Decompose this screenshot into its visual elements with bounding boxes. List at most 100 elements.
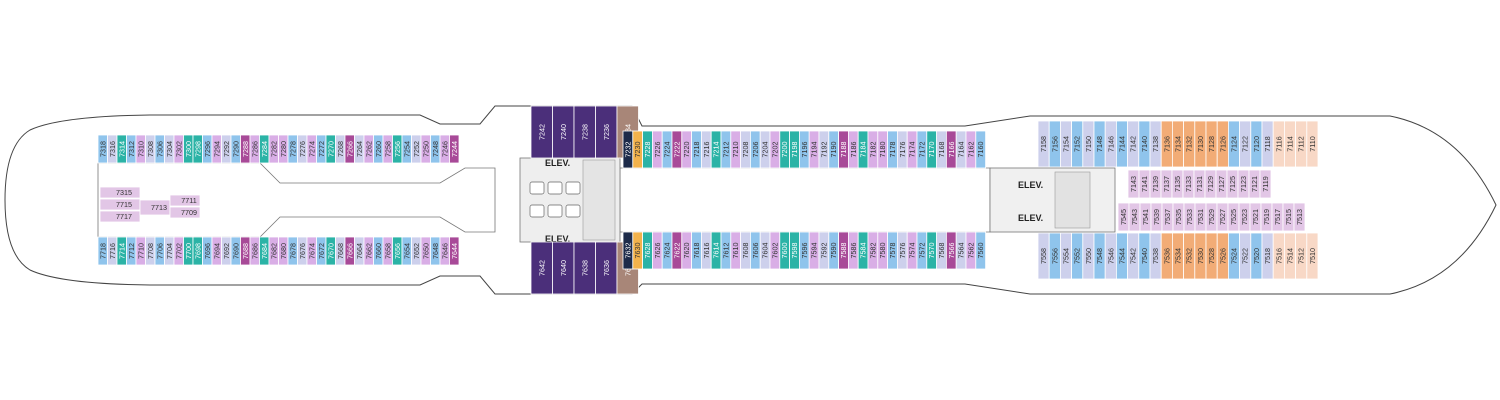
- cabin-7582[interactable]: 7582: [867, 231, 879, 270]
- cabin-7586[interactable]: 7586: [848, 231, 859, 270]
- cabin-7110[interactable]: 7110: [1306, 120, 1319, 168]
- cabin-7140[interactable]: 7140: [1138, 120, 1151, 168]
- cabin-7628[interactable]: 7628: [642, 231, 653, 270]
- cabin-7560[interactable]: 7560: [975, 231, 986, 270]
- cabin-7702[interactable]: 7702: [173, 236, 184, 266]
- cabin-7272[interactable]: 7272: [316, 134, 327, 164]
- cabin-7120[interactable]: 7120: [1250, 120, 1263, 168]
- cabin-7125[interactable]: 7125: [1226, 169, 1239, 199]
- cabin-7206[interactable]: 7206: [750, 130, 761, 169]
- cabin-7718[interactable]: 7718: [97, 236, 108, 266]
- cabin-7704[interactable]: 7704: [164, 236, 175, 266]
- cabin-7196[interactable]: 7196: [799, 130, 810, 169]
- cabin-7590[interactable]: 7590: [828, 231, 839, 270]
- cabin-7670[interactable]: 7670: [325, 236, 336, 266]
- cabin-7682[interactable]: 7682: [268, 236, 279, 266]
- cabin-7554[interactable]: 7554: [1060, 232, 1073, 280]
- cabin-7698[interactable]: 7698: [192, 236, 203, 266]
- cabin-7564[interactable]: 7564: [955, 231, 967, 270]
- cabin-7124[interactable]: 7124: [1228, 120, 1241, 168]
- cabin-7618[interactable]: 7618: [691, 231, 702, 270]
- cabin-7524[interactable]: 7524: [1228, 232, 1241, 280]
- cabin-7541[interactable]: 7541: [1139, 202, 1152, 232]
- cabin-7526[interactable]: 7526: [1216, 232, 1229, 280]
- cabin-7264[interactable]: 7264: [354, 134, 365, 164]
- cabin-7644[interactable]: 7644: [449, 236, 460, 266]
- cabin-7534[interactable]: 7534: [1172, 232, 1185, 280]
- cabin-7136[interactable]: 7136: [1160, 120, 1173, 168]
- cabin-7690[interactable]: 7690: [230, 236, 241, 266]
- cabin-7584[interactable]: 7584: [857, 231, 869, 270]
- cabin-7236[interactable]: 7236: [595, 105, 618, 159]
- cabin-7712[interactable]: 7712: [126, 236, 137, 266]
- cabin-7594[interactable]: 7594: [808, 231, 820, 270]
- cabin-7118[interactable]: 7118: [1261, 120, 1274, 168]
- cabin-7529[interactable]: 7529: [1205, 202, 1218, 232]
- cabin-7174[interactable]: 7174: [906, 130, 918, 169]
- cabin-7304[interactable]: 7304: [164, 134, 175, 164]
- cabin-7312[interactable]: 7312: [126, 134, 137, 164]
- cabin-7276[interactable]: 7276: [297, 134, 308, 164]
- cabin-7214[interactable]: 7214: [710, 130, 722, 169]
- cabin-7130[interactable]: 7130: [1194, 120, 1207, 168]
- cabin-7540[interactable]: 7540: [1138, 232, 1151, 280]
- cabin-7176[interactable]: 7176: [897, 130, 908, 169]
- cabin-7156[interactable]: 7156: [1048, 120, 1061, 168]
- cabin-7574[interactable]: 7574: [906, 231, 918, 270]
- cabin-7520[interactable]: 7520: [1250, 232, 1263, 280]
- cabin-7580[interactable]: 7580: [877, 231, 888, 270]
- cabin-7278[interactable]: 7278: [287, 134, 298, 164]
- cabin-7143[interactable]: 7143: [1127, 169, 1140, 199]
- cabin-7512[interactable]: 7512: [1295, 232, 1308, 280]
- cabin-7258[interactable]: 7258: [382, 134, 393, 164]
- cabin-7184[interactable]: 7184: [857, 130, 869, 169]
- cabin-7532[interactable]: 7532: [1183, 232, 1196, 280]
- cabin-7137[interactable]: 7137: [1160, 169, 1173, 199]
- cabin-7232[interactable]: 7232: [622, 130, 634, 169]
- cabin-7676[interactable]: 7676: [297, 236, 308, 266]
- cabin-7274[interactable]: 7274: [306, 134, 317, 164]
- cabin-7142[interactable]: 7142: [1127, 120, 1140, 168]
- cabin-7626[interactable]: 7626: [652, 231, 663, 270]
- cabin-7646[interactable]: 7646: [439, 236, 450, 266]
- cabin-7672[interactable]: 7672: [316, 236, 327, 266]
- cabin-7654[interactable]: 7654: [401, 236, 412, 266]
- cabin-7300[interactable]: 7300: [183, 134, 194, 164]
- cabin-7316[interactable]: 7316: [107, 134, 118, 164]
- cabin-7288[interactable]: 7288: [240, 134, 251, 164]
- cabin-7710[interactable]: 7710: [135, 236, 146, 266]
- cabin-7198[interactable]: 7198: [789, 130, 800, 169]
- cabin-7302[interactable]: 7302: [173, 134, 184, 164]
- cabin-7519[interactable]: 7519: [1260, 202, 1273, 232]
- cabin-7680[interactable]: 7680: [278, 236, 289, 266]
- cabin-7200[interactable]: 7200: [779, 130, 790, 169]
- cabin-7128[interactable]: 7128: [1205, 120, 1218, 168]
- cabin-7180[interactable]: 7180: [877, 130, 888, 169]
- cabin-7562[interactable]: 7562: [965, 231, 977, 270]
- cabin-7182[interactable]: 7182: [867, 130, 879, 169]
- cabin-7527[interactable]: 7527: [1216, 202, 1229, 232]
- cabin-7696[interactable]: 7696: [202, 236, 213, 266]
- cabin-7662[interactable]: 7662: [363, 236, 374, 266]
- cabin-7692[interactable]: 7692: [221, 236, 232, 266]
- cabin-7610[interactable]: 7610: [730, 231, 741, 270]
- cabin-7152[interactable]: 7152: [1071, 120, 1084, 168]
- cabin-7204[interactable]: 7204: [759, 130, 771, 169]
- cabin-7537[interactable]: 7537: [1161, 202, 1174, 232]
- cabin-7544[interactable]: 7544: [1116, 232, 1129, 280]
- cabin-7256[interactable]: 7256: [392, 134, 403, 164]
- cabin-7566[interactable]: 7566: [946, 231, 957, 270]
- cabin-7660[interactable]: 7660: [373, 236, 384, 266]
- cabin-7226[interactable]: 7226: [652, 130, 663, 169]
- cabin-7531[interactable]: 7531: [1194, 202, 1207, 232]
- cabin-7230[interactable]: 7230: [632, 130, 643, 169]
- cabin-7570[interactable]: 7570: [926, 231, 937, 270]
- cabin-7530[interactable]: 7530: [1194, 232, 1207, 280]
- cabin-7222[interactable]: 7222: [671, 130, 683, 169]
- cabin-7664[interactable]: 7664: [354, 236, 365, 266]
- cabin-7717[interactable]: 7717: [99, 210, 141, 223]
- cabin-7666[interactable]: 7666: [344, 236, 355, 266]
- cabin-7216[interactable]: 7216: [701, 130, 712, 169]
- cabin-7640[interactable]: 7640: [552, 241, 575, 295]
- cabin-7528[interactable]: 7528: [1205, 232, 1218, 280]
